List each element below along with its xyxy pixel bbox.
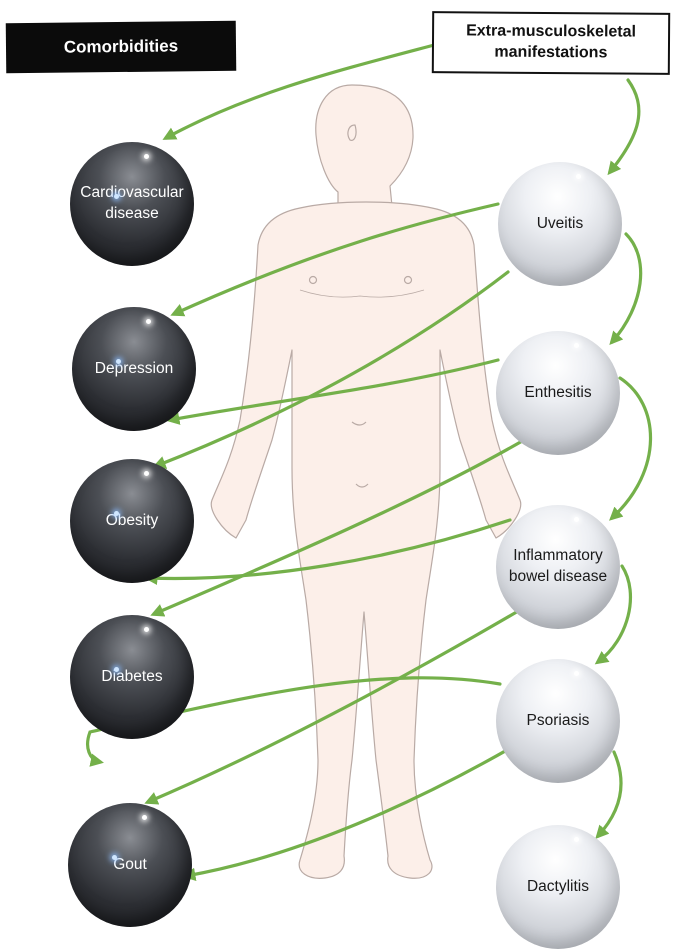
human-body-illustration [211, 85, 520, 878]
sphere-highlight [116, 359, 121, 364]
manifestation-uveitis-sphere: Uveitis [498, 162, 622, 286]
extra-manifestations-header: Extra-musculoskeletal manifestations [432, 11, 670, 75]
extra-manifestations-header-label: Extra-musculoskeletal manifestations [434, 21, 668, 64]
comorbidity-obesity-sphere: Obesity [70, 459, 194, 583]
manifestation-label: Inflammatory bowel disease [508, 546, 608, 588]
sphere-highlight [114, 667, 119, 672]
manifestation-label: Enthesitis [524, 383, 591, 404]
sphere-highlight [574, 517, 579, 522]
comorbidity-label: Cardiovascular disease [74, 183, 190, 225]
sphere-highlight [112, 855, 117, 860]
sphere-highlight [114, 194, 119, 199]
sphere-highlight [574, 671, 579, 676]
comorbidity-diabetes-sphere: Diabetes [70, 615, 194, 739]
sphere-highlight [574, 837, 579, 842]
sphere-highlight [576, 174, 581, 179]
manifestation-dactylitis-sphere: Dactylitis [496, 825, 620, 949]
manifestation-label: Uveitis [537, 214, 584, 235]
manifestation-label: Psoriasis [527, 711, 590, 732]
comorbidity-label: Diabetes [101, 667, 162, 688]
sphere-highlight [144, 154, 149, 159]
comorbidity-label: Gout [113, 855, 147, 876]
comorbidities-header: Comorbidities [6, 21, 237, 73]
comorbidity-depression-sphere: Depression [72, 307, 196, 431]
sphere-highlight [144, 627, 149, 632]
comorbidities-header-label: Comorbidities [64, 36, 179, 57]
manifestation-psoriasis-sphere: Psoriasis [496, 659, 620, 783]
manifestation-enthesitis-sphere: Enthesitis [496, 331, 620, 455]
sphere-highlight [574, 343, 579, 348]
arrow-header-to-uveitis [610, 80, 639, 172]
sphere-highlight [144, 471, 149, 476]
sphere-highlight [114, 511, 119, 516]
comorbidity-cardiovascular-sphere: Cardiovascular disease [70, 142, 194, 266]
sphere-highlight [146, 319, 151, 324]
manifestation-label: Dactylitis [527, 877, 589, 898]
sphere-highlight [142, 815, 147, 820]
comorbidity-label: Depression [95, 359, 173, 380]
manifestation-ibd-sphere: Inflammatory bowel disease [496, 505, 620, 629]
comorbidity-gout-sphere: Gout [68, 803, 192, 927]
arrow-uveitis-to-enthesitis [612, 234, 641, 342]
